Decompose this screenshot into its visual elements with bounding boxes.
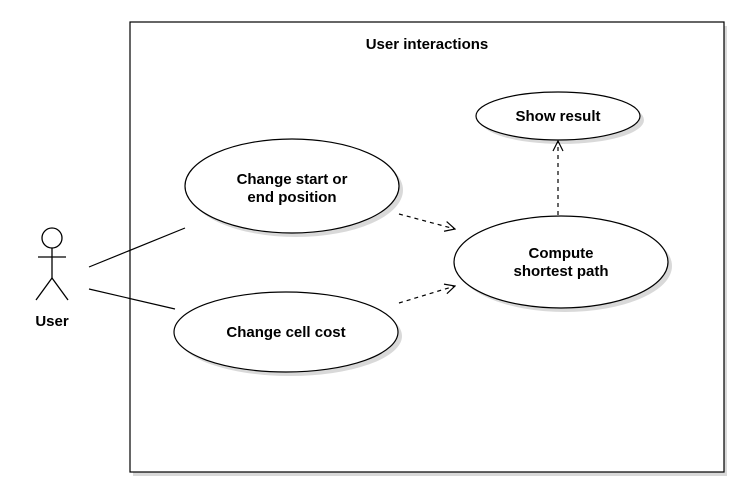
- actor-label: User: [35, 313, 69, 330]
- stick-figure-icon: [35, 227, 69, 301]
- use-case-compute-path[interactable]: Compute shortest path: [453, 215, 672, 312]
- use-case-change-cost[interactable]: Change cell cost: [173, 291, 402, 376]
- association-line: [88, 288, 176, 310]
- use-case-label: Compute: [529, 245, 594, 262]
- system-title: User interactions: [366, 36, 489, 53]
- use-case-label: shortest path: [513, 263, 608, 280]
- use-case-label: end position: [247, 189, 336, 206]
- use-case-label: Change cell cost: [226, 324, 345, 341]
- use-case-label: Show result: [515, 108, 600, 125]
- association-line: [88, 227, 186, 268]
- use-case-label: Change start or: [237, 171, 348, 188]
- use-case-show-result[interactable]: Show result: [475, 91, 644, 144]
- use-case-change-position[interactable]: Change start or end position: [184, 138, 403, 237]
- dependency-arrow: [398, 286, 455, 304]
- user-actor[interactable]: User: [35, 227, 69, 330]
- dependency-arrow: [398, 213, 455, 229]
